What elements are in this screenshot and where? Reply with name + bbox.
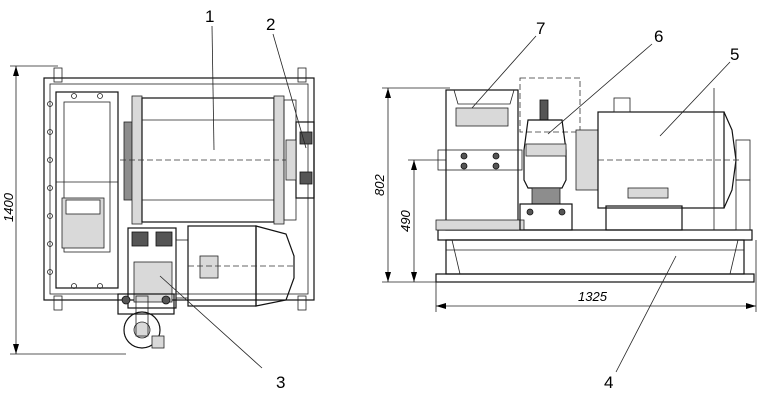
dimension-height-side: 802 — [372, 87, 450, 283]
drum-support — [285, 121, 315, 199]
top-view: 1400 1 2 3 — [1, 7, 315, 392]
dimension-label-802: 802 — [372, 174, 387, 196]
callout-3: 3 — [276, 373, 285, 392]
callout-2: 2 — [266, 15, 275, 34]
gearbox-left — [47, 91, 119, 289]
dimension-label-1325: 1325 — [578, 289, 608, 304]
dimension-label-1400: 1400 — [1, 192, 16, 222]
callout-7: 7 — [536, 19, 545, 38]
winch-drum — [120, 95, 297, 225]
drive-motor-assembly — [117, 225, 296, 349]
dimension-height-axis: 490 — [398, 159, 446, 282]
electric-motor — [575, 88, 751, 231]
callout-6: 6 — [654, 27, 663, 46]
callout-4: 4 — [604, 373, 613, 392]
callout-1: 1 — [205, 7, 214, 26]
brake-unit — [519, 99, 573, 231]
dimension-height-total: 1400 — [1, 65, 126, 355]
gearbox-side — [435, 77, 581, 231]
callout-5: 5 — [730, 45, 739, 64]
dimension-length: 1325 — [435, 240, 757, 312]
side-view: 802 490 1325 7 6 5 4 — [372, 19, 757, 392]
base-frame — [435, 229, 755, 283]
dimension-label-490: 490 — [398, 210, 413, 232]
